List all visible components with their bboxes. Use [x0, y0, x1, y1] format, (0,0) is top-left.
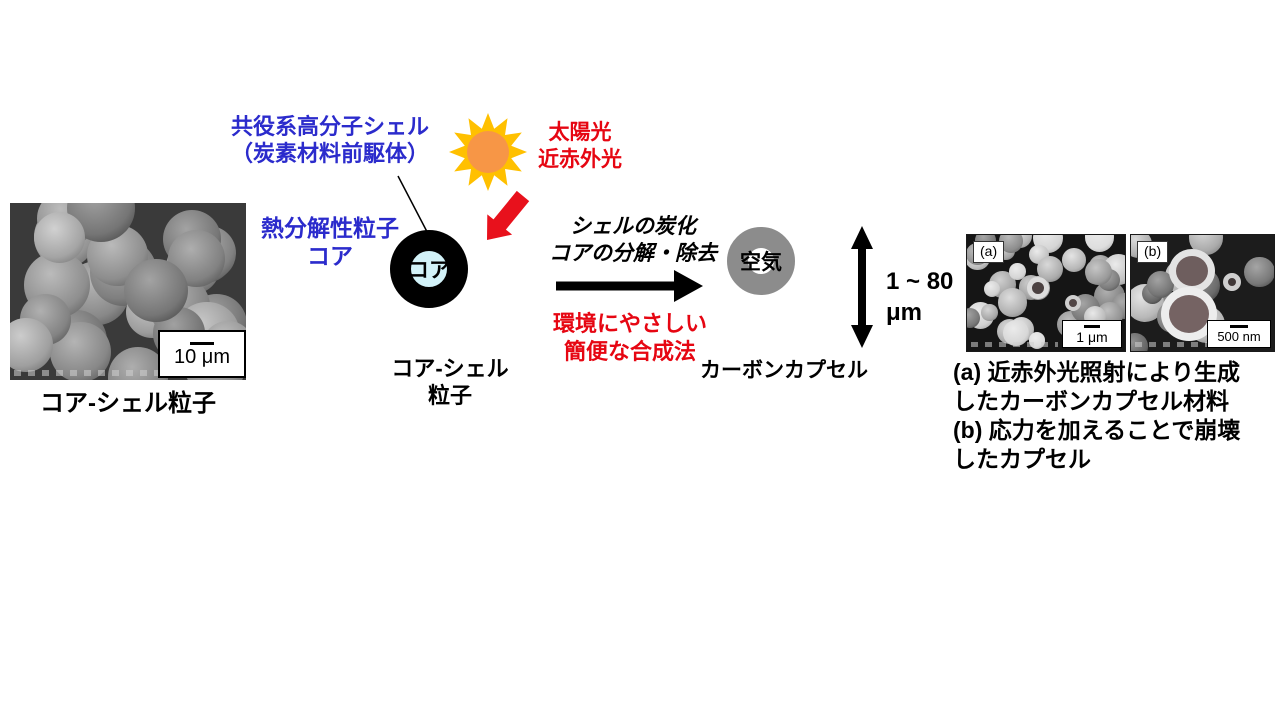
caption-line1: (a) 近赤外光照射により生成 [953, 359, 1241, 385]
process-arrow-icon [556, 270, 703, 302]
particle-sphere-decoration [1084, 235, 1115, 252]
particle-sphere-decoration [999, 235, 1024, 254]
caption-line3: (b) 応力を加えることで崩壊 [953, 417, 1241, 443]
carbon-capsule-diagram: 空気 [727, 227, 795, 295]
label-core-shell-line1: コア-シェル [391, 356, 509, 381]
broken-capsule-decoration [1027, 277, 1049, 299]
particle-sphere-decoration [1085, 258, 1112, 286]
caption-line2: したカーボンカプセル材料 [953, 388, 1229, 414]
core-text: コア [408, 259, 450, 282]
scale-bar-icon [1230, 325, 1248, 328]
label-pyrolytic-core-line2: コア [307, 243, 353, 269]
label-core-shell-line2: 粒子 [427, 383, 472, 408]
broken-capsule-decoration [1065, 295, 1081, 311]
label-carbon-capsule: カーボンカプセル [700, 359, 868, 382]
scale-box-a: 1 μm [1062, 320, 1122, 348]
core-shell-diagram: コア [390, 230, 468, 308]
particle-sphere-decoration [1243, 256, 1274, 288]
broken-capsule-decoration [1169, 249, 1215, 293]
panel-b-label: (b) [1137, 241, 1169, 263]
process-title-line1: シェルの炭化 [570, 215, 696, 238]
label-core-shell-diagram: コア-シェル 粒子 [370, 355, 530, 409]
scale-label: 500 nm [1217, 329, 1261, 344]
sem-image-a: (a) 1 μm [966, 234, 1126, 352]
particle-sphere-decoration [124, 259, 188, 323]
label-sunlight: 太陽光 近赤外光 [530, 119, 630, 173]
process-title: シェルの炭化 コアの分解・除去 [533, 213, 733, 267]
capsule-size-line2: μm [886, 299, 923, 326]
label-pyrolytic-core: 熱分解性粒子 コア [248, 214, 412, 270]
process-title-line2: コアの分解・除去 [549, 242, 717, 265]
label-polymer-shell: 共役系高分子シェル （炭素材料前駆体） [215, 113, 445, 167]
sun-icon [449, 113, 527, 191]
label-pyrolytic-core-line1: 熱分解性粒子 [261, 215, 399, 241]
sem-metadata-strip [1135, 342, 1214, 347]
sem-metadata-strip [971, 342, 1058, 347]
label-polymer-shell-line1: 共役系高分子シェル [230, 114, 429, 139]
air-text: 空気 [740, 251, 782, 274]
sem-metadata-strip [14, 370, 161, 376]
process-subtitle: 環境にやさしい 簡便な合成法 [535, 310, 725, 366]
process-subtitle-line2: 簡便な合成法 [563, 339, 696, 364]
label-sunlight-line1: 太陽光 [548, 121, 612, 144]
size-arrow-icon [851, 226, 873, 348]
particle-sphere-decoration [1008, 263, 1026, 280]
panel-a-label: (a) [973, 241, 1005, 263]
scale-label: 1 μm [1076, 328, 1108, 345]
caption-line4: したカプセル [953, 446, 1091, 472]
sem-image-core-shell-particles: 10 μm [10, 203, 246, 380]
particle-sphere-decoration [981, 304, 998, 321]
sem-image-b: (b) 500 nm [1130, 234, 1275, 352]
broken-capsule-decoration [1223, 273, 1241, 291]
particle-sphere-decoration [984, 281, 1001, 298]
figure-caption: (a) 近赤外光照射により生成 したカーボンカプセル材料 (b) 応力を加えるこ… [953, 358, 1280, 474]
scale-box-left: 10 μm [158, 330, 246, 378]
scale-bar-icon [190, 341, 214, 345]
particle-sphere-decoration [967, 308, 980, 329]
particle-sphere-decoration [1003, 319, 1030, 346]
particle-sphere-decoration [998, 288, 1027, 317]
process-subtitle-line1: 環境にやさしい [552, 311, 707, 336]
particle-sphere-decoration [1061, 248, 1086, 272]
label-sunlight-line2: 近赤外光 [538, 148, 622, 171]
sunlight-arrow-icon [487, 190, 530, 240]
particle-sphere-decoration [10, 318, 54, 372]
scale-label: 10 μm [174, 345, 230, 368]
particle-sphere-decoration [33, 211, 86, 263]
capsule-size-line1: 1 ~ 80 [886, 268, 954, 295]
label-polymer-shell-line2: （炭素材料前駆体） [230, 141, 429, 166]
scale-bar-icon [1084, 324, 1100, 328]
capsule-size-label: 1 ~ 80 μm [886, 266, 981, 328]
scale-box-b: 500 nm [1207, 320, 1271, 348]
label-core-shell-particles: コア-シェル粒子 [40, 390, 216, 417]
